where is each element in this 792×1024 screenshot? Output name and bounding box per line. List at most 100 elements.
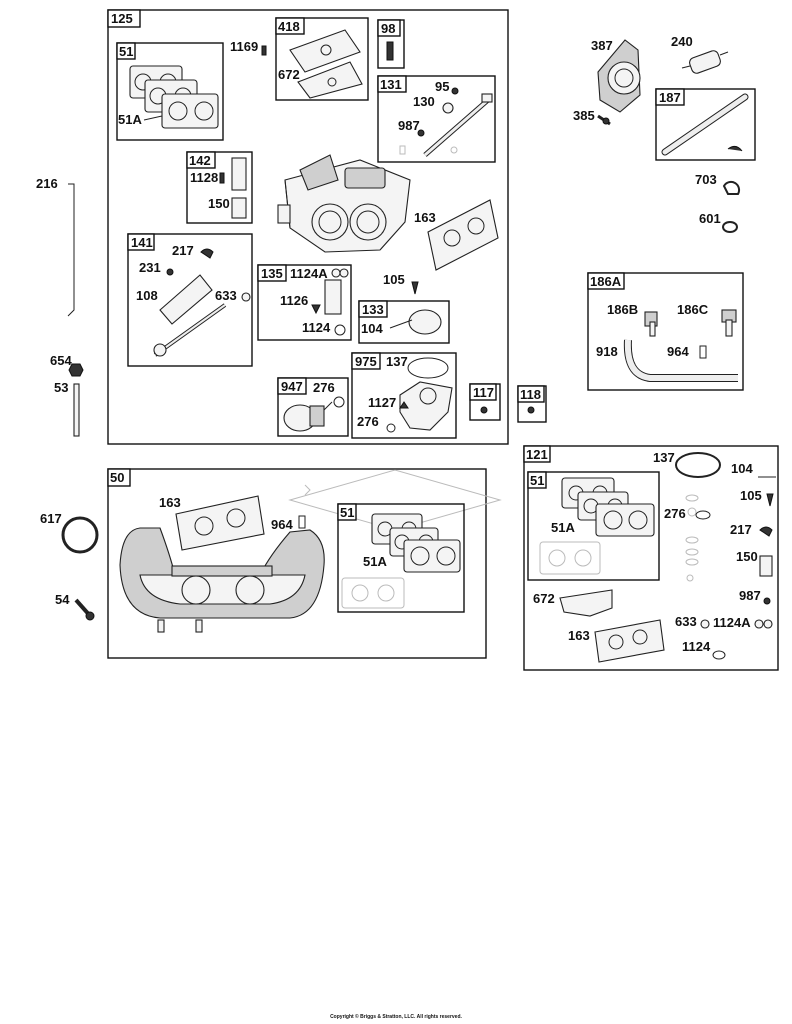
copyright-notice: Copyright © Briggs & Stratton, LLC. All … (330, 1014, 462, 1020)
gasket-set-51-top (129, 65, 219, 129)
label-987-top: 987 (398, 118, 420, 133)
label-918: 918 (596, 344, 618, 359)
fuel-nozzle-135 (324, 279, 342, 315)
box-186A-label: 186A (590, 274, 622, 289)
box-947 (277, 377, 349, 437)
label-105-right: 105 (740, 488, 762, 503)
label-1169: 1169 (230, 39, 258, 54)
label-1124A-top: 1124A (290, 266, 328, 281)
box-118-label: 118 (520, 387, 541, 402)
screw-105-right (766, 493, 774, 507)
screw-385 (597, 114, 611, 126)
box-51-top (116, 42, 224, 141)
label-217-right: 217 (730, 522, 752, 537)
carburetor-body (277, 154, 411, 253)
label-137-right: 137 (653, 450, 675, 465)
label-1124-top: 1124 (302, 320, 331, 335)
part-117 (480, 406, 488, 414)
box-975 (351, 352, 457, 439)
gasket-163-right (594, 619, 665, 663)
box-125 (107, 9, 509, 445)
label-987-right: 987 (739, 588, 761, 603)
fuel-pump-387 (597, 39, 641, 113)
label-150-top: 150 (208, 196, 230, 211)
label-672-right: 672 (533, 591, 555, 606)
label-1128: 1128 (190, 170, 218, 185)
float-133 (408, 309, 442, 335)
box-133 (358, 300, 450, 344)
box-50-label: 50 (110, 470, 124, 485)
part-130 (442, 102, 454, 114)
small-parts-column (685, 494, 699, 582)
plate-150 (231, 197, 247, 219)
box-51-right (527, 471, 660, 581)
fitting-186B (644, 311, 658, 337)
plate-150-right (759, 555, 773, 577)
throttle-shaft-131 (423, 93, 493, 157)
label-108: 108 (136, 288, 158, 303)
clamp-703 (722, 180, 741, 195)
box-142 (186, 151, 253, 224)
part-118 (527, 406, 535, 414)
oring-137-right (675, 452, 721, 478)
fuel-hose-918 (623, 339, 738, 382)
fuel-line-187 (661, 93, 749, 156)
box-125-tag (107, 9, 141, 28)
hose-964-mid (298, 515, 306, 529)
part-987-top (417, 129, 425, 137)
oring-617 (61, 516, 99, 554)
label-276-top: 276 (313, 380, 335, 395)
fuel-bowl-975 (399, 381, 453, 431)
oring-1124-right (712, 650, 726, 660)
screw-105-top (411, 281, 419, 295)
needle-1126 (311, 304, 321, 315)
plate-142 (231, 157, 247, 191)
part-987-right (763, 597, 771, 605)
gasket-672-right (559, 589, 613, 617)
label-617: 617 (40, 511, 62, 526)
washer-276-right (695, 510, 711, 520)
box-947-label: 947 (281, 379, 303, 394)
oring-1124A-right-2 (763, 619, 773, 629)
label-51A-mid: 51A (363, 554, 387, 569)
label-95: 95 (435, 79, 449, 94)
solenoid-947 (283, 401, 333, 432)
bolt-54 (74, 598, 95, 621)
gasket-set-51-right (539, 477, 655, 575)
box-418 (275, 17, 369, 101)
box-121-label: 121 (526, 447, 548, 462)
screw-1128 (219, 172, 225, 184)
gasket-set-51-mid (341, 513, 461, 609)
jet-98 (386, 41, 394, 61)
box-131 (377, 75, 496, 163)
oring-1124A-right (754, 619, 764, 629)
stud-53 (73, 383, 80, 437)
label-276-right: 276 (664, 506, 686, 521)
label-137-top: 137 (386, 354, 408, 369)
label-104-right: 104 (731, 461, 753, 476)
label-276-mid: 276 (357, 414, 379, 429)
spring-217-top (200, 248, 214, 259)
choke-shaft-141 (153, 303, 227, 357)
label-53: 53 (54, 380, 68, 395)
box-135-label: 135 (261, 266, 283, 281)
label-150-right: 150 (736, 549, 758, 564)
washer-276-top (333, 396, 345, 408)
label-1127: 1127 (368, 395, 396, 410)
label-186C: 186C (677, 302, 709, 317)
label-163-mid: 163 (159, 495, 181, 510)
label-54: 54 (55, 592, 70, 607)
box-975-label: 975 (355, 354, 377, 369)
fitting-186C (721, 309, 737, 337)
box-141 (127, 233, 253, 367)
label-654: 654 (50, 353, 72, 368)
oring-1124A-top (331, 268, 341, 278)
label-216: 216 (36, 176, 58, 191)
label-231: 231 (139, 260, 161, 275)
choke-plate-108 (159, 274, 213, 325)
label-1124-right: 1124 (682, 639, 711, 654)
screw-1127 (399, 401, 409, 409)
box-51-mid-label: 51 (340, 505, 354, 520)
label-163-right: 163 (568, 628, 590, 643)
